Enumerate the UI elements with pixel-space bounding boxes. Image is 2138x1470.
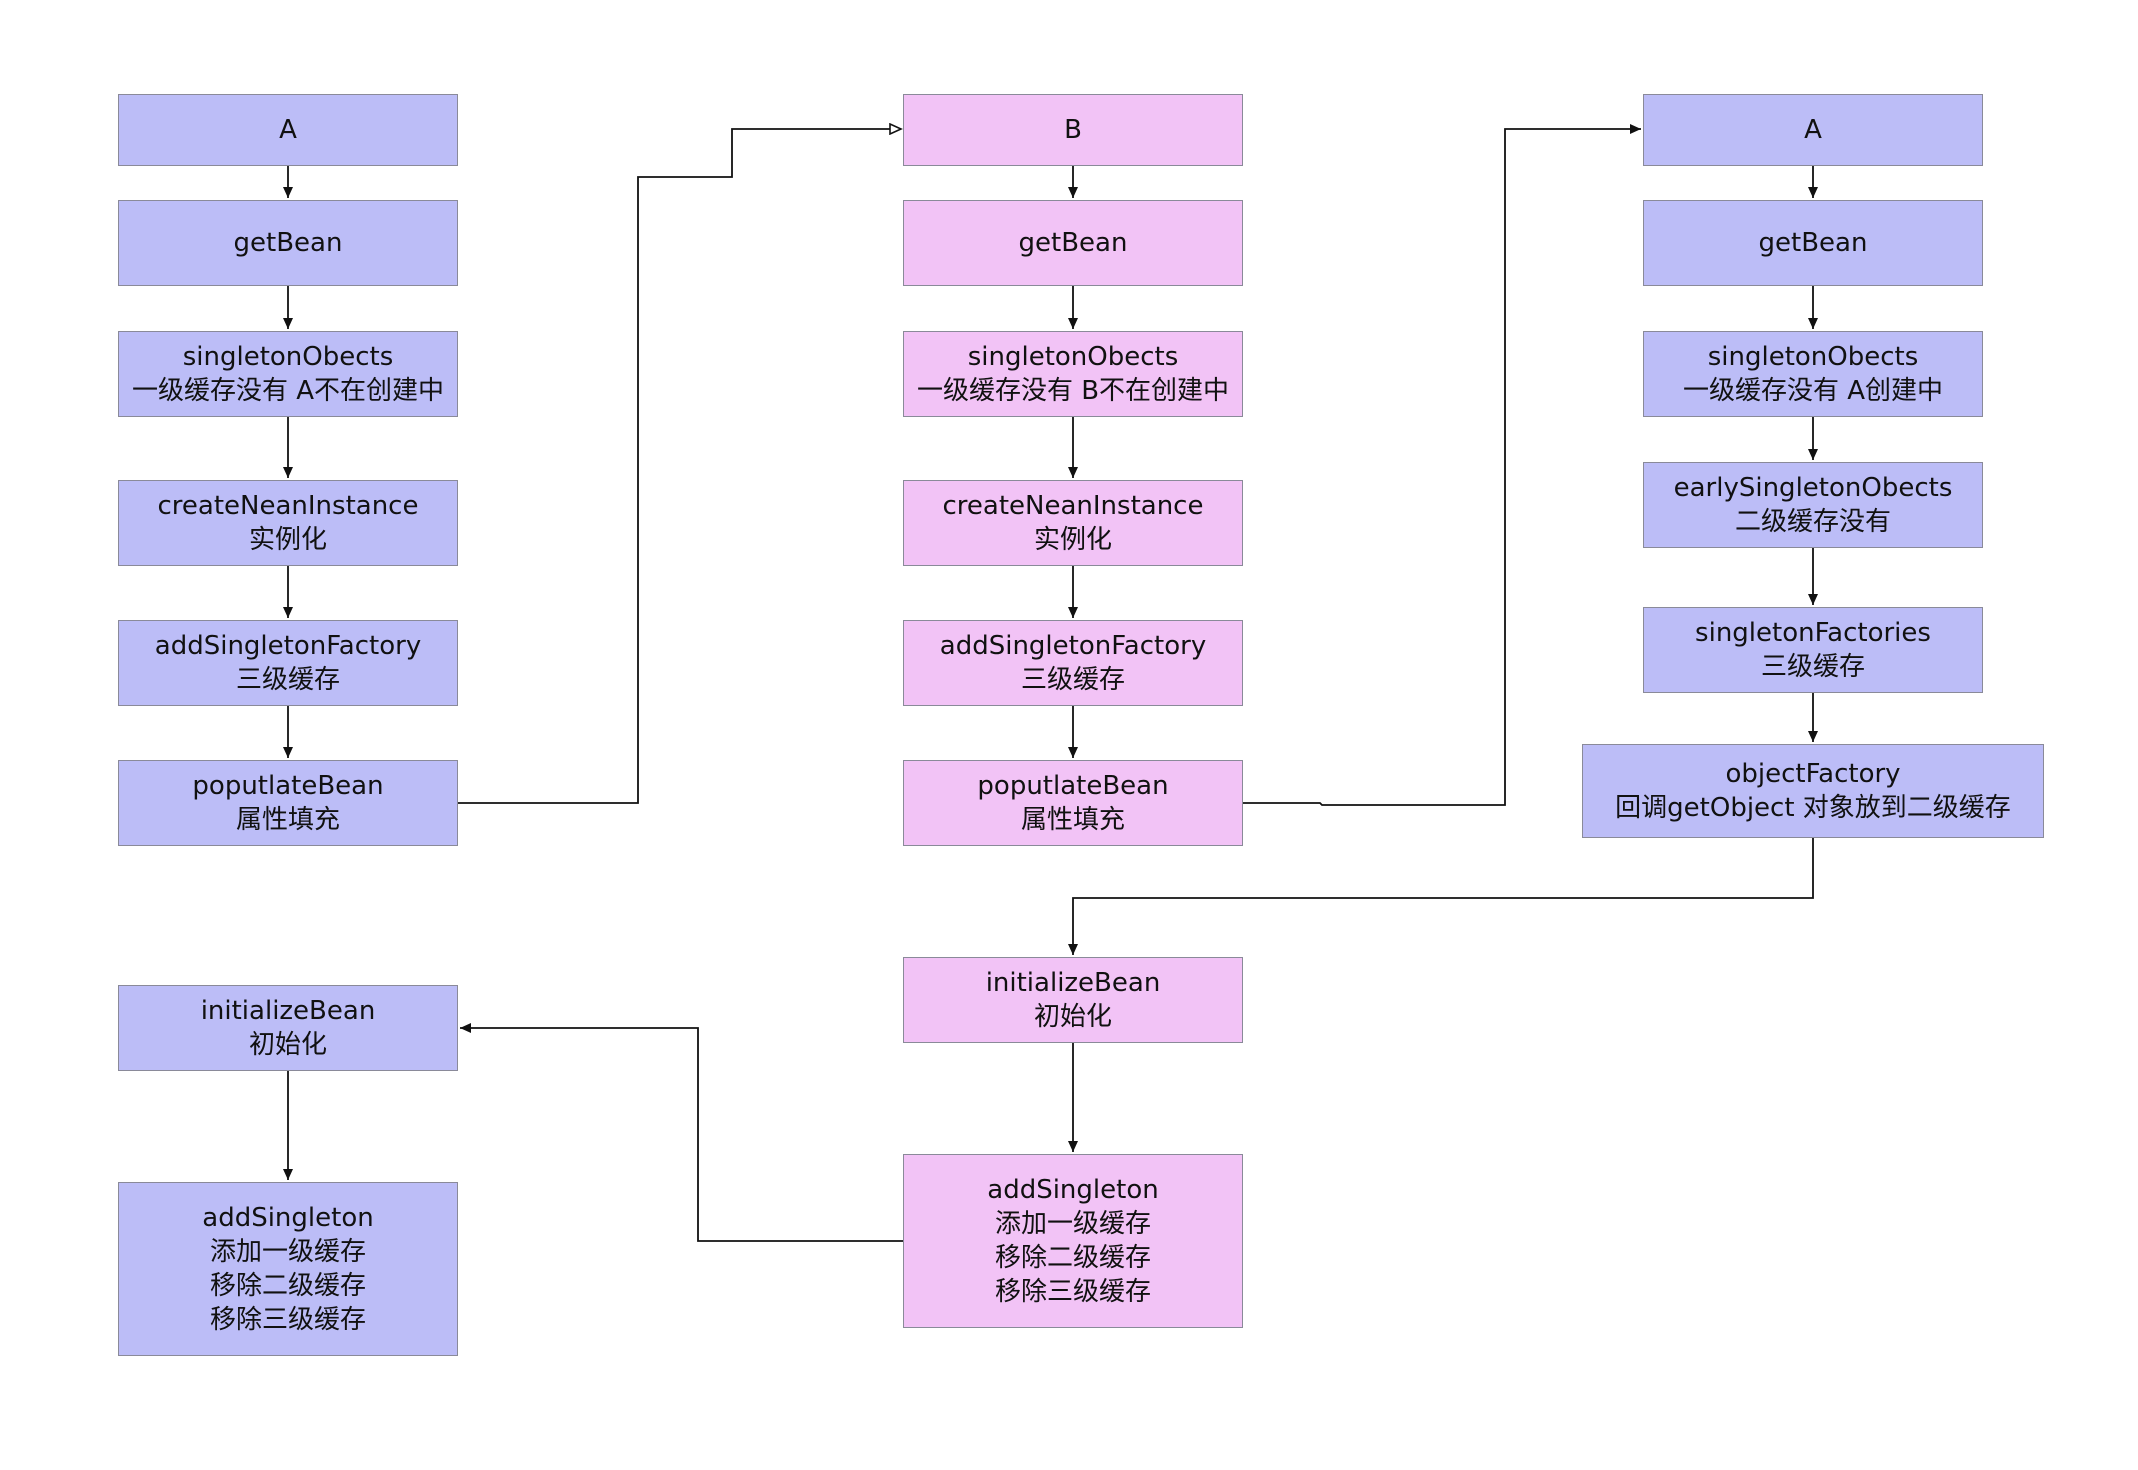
edge-objectfactory-to-b-initialize	[1068, 838, 1814, 955]
node-label: 移除二级缓存	[994, 1243, 1151, 1273]
node-b-addsingletonfactory: addSingletonFactory 三级缓存	[903, 620, 1243, 706]
node-label: getBean	[1018, 228, 1128, 258]
node-a1-a: A	[118, 94, 458, 166]
edge-b-populate-to-a2	[1243, 124, 1641, 806]
node-label: 一级缓存没有 B不在创建中	[916, 376, 1230, 406]
node-label: 添加一级缓存	[994, 1209, 1151, 1239]
edge-a1-populate-to-b	[458, 129, 901, 804]
node-label: initializeBean	[985, 968, 1161, 998]
node-label: 三级缓存	[235, 665, 340, 695]
node-label: 实例化	[248, 525, 327, 555]
node-a2-a: A	[1643, 94, 1983, 166]
node-a1-getbean: getBean	[118, 200, 458, 286]
node-label: objectFactory	[1725, 759, 1901, 789]
node-label: getBean	[1758, 228, 1868, 258]
node-b-getbean: getBean	[903, 200, 1243, 286]
node-label: initializeBean	[200, 996, 376, 1026]
node-label: 初始化	[248, 1030, 327, 1060]
node-label: singletonObects	[182, 342, 394, 372]
node-label: addSingletonFactory	[154, 631, 422, 661]
node-label: 添加一级缓存	[209, 1237, 366, 1267]
node-label: 回调getObject 对象放到二级缓存	[1615, 793, 2011, 823]
node-a2-singletonfactories: singletonFactories 三级缓存	[1643, 607, 1983, 693]
node-a1-createneaninstance: createNeanInstance 实例化	[118, 480, 458, 566]
node-label: addSingleton	[202, 1203, 374, 1233]
node-label: addSingleton	[987, 1175, 1159, 1205]
node-label: 移除三级缓存	[994, 1277, 1151, 1307]
node-a2-objectfactory: objectFactory 回调getObject 对象放到二级缓存	[1582, 744, 2044, 838]
node-label: 二级缓存没有	[1734, 507, 1891, 537]
node-label: 三级缓存	[1760, 652, 1865, 682]
node-a1-addsingletonfactory: addSingletonFactory 三级缓存	[118, 620, 458, 706]
node-a1-addsingleton: addSingleton 添加一级缓存 移除二级缓存 移除三级缓存	[118, 1182, 458, 1356]
node-label: createNeanInstance	[942, 491, 1204, 521]
node-label: poputlateBean	[977, 771, 1169, 801]
node-b-createneaninstance: createNeanInstance 实例化	[903, 480, 1243, 566]
node-b-addsingleton: addSingleton 添加一级缓存 移除二级缓存 移除三级缓存	[903, 1154, 1243, 1328]
node-label: createNeanInstance	[157, 491, 419, 521]
node-label: getBean	[233, 228, 343, 258]
node-label: A	[1804, 115, 1822, 145]
node-label: 移除二级缓存	[209, 1271, 366, 1301]
node-label: 一级缓存没有 A不在创建中	[131, 376, 445, 406]
node-label: addSingletonFactory	[939, 631, 1207, 661]
node-label: B	[1064, 115, 1082, 145]
node-label: 一级缓存没有 A创建中	[1682, 376, 1944, 406]
node-label: 移除三级缓存	[209, 1305, 366, 1335]
node-label: poputlateBean	[192, 771, 384, 801]
node-b-poputlatebean: poputlateBean 属性填充	[903, 760, 1243, 846]
node-label: A	[279, 115, 297, 145]
node-b-singletonobects: singletonObects 一级缓存没有 B不在创建中	[903, 331, 1243, 417]
node-b-b: B	[903, 94, 1243, 166]
node-label: earlySingletonObects	[1673, 473, 1953, 503]
node-a2-getbean: getBean	[1643, 200, 1983, 286]
node-label: 初始化	[1033, 1002, 1112, 1032]
node-a2-earlysingletonobects: earlySingletonObects 二级缓存没有	[1643, 462, 1983, 548]
node-label: 实例化	[1033, 525, 1112, 555]
node-label: 属性填充	[1020, 805, 1125, 835]
edge-b-addsingleton-to-a1-initialize	[460, 1023, 903, 1242]
node-label: 属性填充	[235, 805, 340, 835]
node-a1-singletonobects: singletonObects 一级缓存没有 A不在创建中	[118, 331, 458, 417]
node-a1-poputlatebean: poputlateBean 属性填充	[118, 760, 458, 846]
node-label: singletonFactories	[1695, 618, 1931, 648]
node-a1-initializebean: initializeBean 初始化	[118, 985, 458, 1071]
node-label: singletonObects	[967, 342, 1179, 372]
node-a2-singletonobects: singletonObects 一级缓存没有 A创建中	[1643, 331, 1983, 417]
node-b-initializebean: initializeBean 初始化	[903, 957, 1243, 1043]
node-label: 三级缓存	[1020, 665, 1125, 695]
node-label: singletonObects	[1707, 342, 1919, 372]
